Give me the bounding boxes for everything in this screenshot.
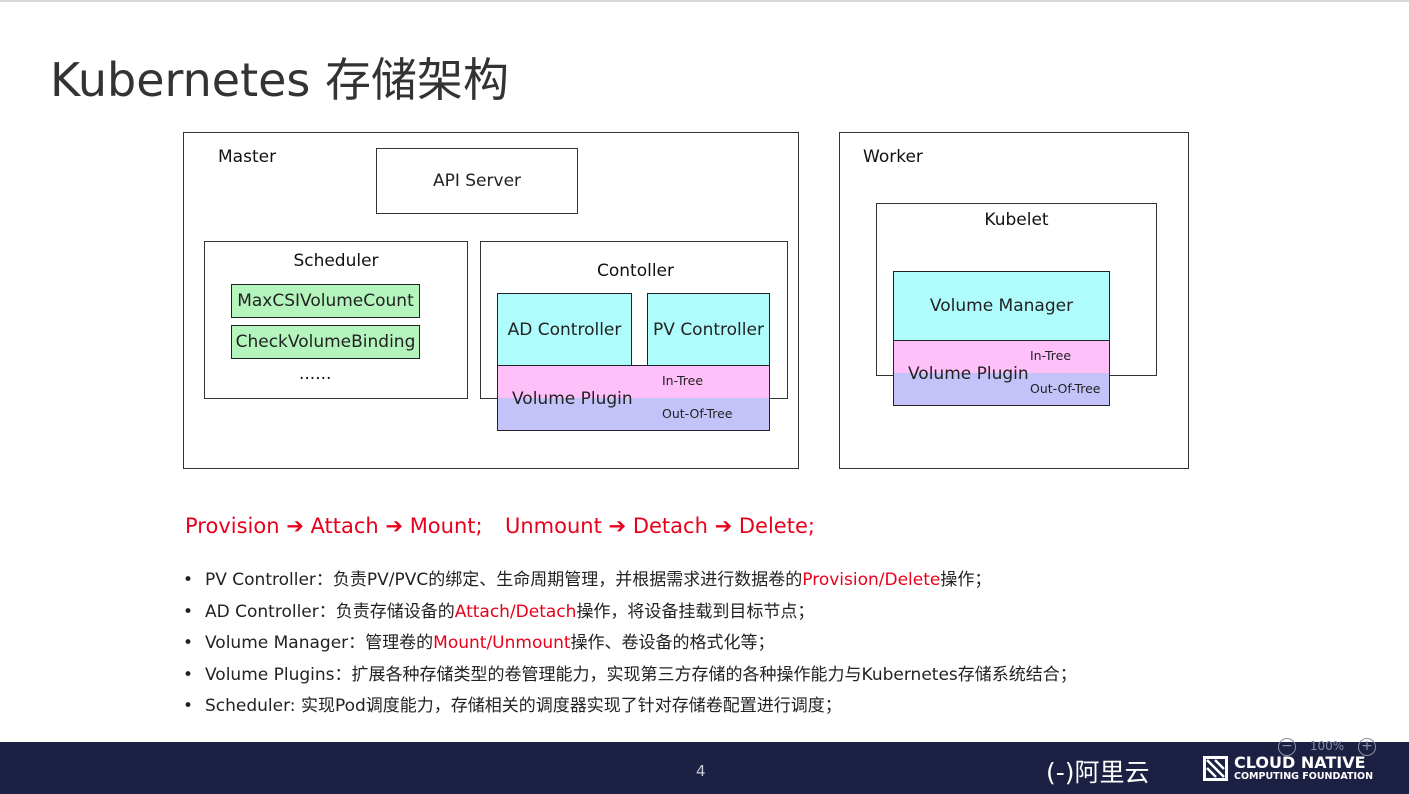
volume-manager-label: Volume Manager bbox=[929, 296, 1074, 316]
flow-arrow-icon: ➔ bbox=[286, 514, 304, 538]
out-of-tree-section bbox=[894, 373, 1109, 405]
volume-plugin-label: Volume Plugin bbox=[908, 364, 1029, 384]
out-of-tree-section bbox=[498, 398, 769, 430]
master-label: Master bbox=[218, 147, 277, 167]
flow-arrow-icon: ➔ bbox=[608, 514, 627, 538]
bullet-text: Scheduler: 实现Pod调度能力，存储相关的调度器实现了针对存储卷配置进… bbox=[205, 696, 842, 716]
master-volume-plugin: Volume Plugin In-Tree Out-Of-Tree bbox=[497, 365, 770, 431]
bullet-scheduler: • Scheduler: 实现Pod调度能力，存储相关的调度器实现了针对存储卷配… bbox=[183, 694, 1333, 726]
scheduler-box bbox=[204, 241, 468, 399]
flow-arrow-icon: ➔ bbox=[714, 514, 733, 538]
in-tree-label: In-Tree bbox=[1030, 348, 1072, 363]
pv-controller-label: PV Controller bbox=[653, 319, 764, 340]
bullet-text: PV Controller：负责PV/PVC的绑定、生命周期管理，并根据需求进行… bbox=[205, 570, 803, 590]
scheduler-item-label: MaxCSIVolumeCount bbox=[237, 291, 414, 311]
bullet-text: AD Controller：负责存储设备的 bbox=[205, 601, 455, 622]
worker-label: Worker bbox=[863, 147, 923, 167]
flow-step: Attach bbox=[310, 514, 379, 538]
worker-volume-plugin: Volume Plugin In-Tree Out-Of-Tree bbox=[893, 340, 1110, 406]
scheduler-item-checkvolumebinding: CheckVolumeBinding bbox=[231, 325, 420, 359]
flow-step: Detach bbox=[632, 514, 708, 538]
slide-title: Kubernetes 存储架构 bbox=[50, 53, 510, 107]
volume-manager-box: Volume Manager bbox=[893, 271, 1110, 341]
in-tree-section bbox=[498, 366, 769, 398]
cncf-subtitle: COMPUTING FOUNDATION bbox=[1234, 771, 1374, 782]
in-tree-label: In-Tree bbox=[662, 373, 704, 388]
aliyun-logo: (-)阿里云 bbox=[1046, 758, 1150, 787]
bullet-text-tail: 操作、卷设备的格式化等； bbox=[570, 633, 775, 653]
bullet-dot: • bbox=[183, 696, 194, 716]
zoom-in-icon[interactable]: + bbox=[1357, 738, 1376, 756]
flow-provision: Provision ➔ Attach ➔ Mount; bbox=[185, 514, 483, 538]
scheduler-label: Scheduler bbox=[293, 251, 379, 271]
bullet-pv-controller: • PV Controller：负责PV/PVC的绑定、生命周期管理，并根据需求… bbox=[183, 568, 1333, 600]
flow-unmount: Unmount ➔ Detach ➔ Delete; bbox=[505, 514, 815, 538]
bullet-list: • PV Controller：负责PV/PVC的绑定、生命周期管理，并根据需求… bbox=[183, 568, 1333, 726]
flow-step: Delete; bbox=[738, 514, 815, 538]
bullet-text-tail: 操作； bbox=[940, 570, 992, 590]
bullet-text: Volume Plugins：扩展各种存储类型的卷管理能力，实现第三方存储的各种… bbox=[205, 664, 1077, 685]
scheduler-item-label: CheckVolumeBinding bbox=[235, 332, 416, 352]
bullet-highlight: Provision/Delete bbox=[802, 570, 941, 590]
flow-step: Mount; bbox=[409, 514, 483, 538]
flow-step: Provision bbox=[185, 514, 280, 538]
bullet-dot: • bbox=[183, 601, 194, 622]
kubelet-label: Kubelet bbox=[984, 210, 1049, 230]
bullet-text-tail: 操作，将设备挂载到目标节点； bbox=[576, 601, 815, 622]
ad-controller-label: AD Controller bbox=[507, 319, 622, 340]
bullet-volume-manager: • Volume Manager：管理卷的Mount/Unmount操作、卷设备… bbox=[183, 631, 1333, 663]
out-of-tree-label: Out-Of-Tree bbox=[662, 406, 733, 421]
bullet-ad-controller: • AD Controller：负责存储设备的Attach/Detach操作，将… bbox=[183, 600, 1333, 632]
api-server-label: API Server bbox=[432, 171, 522, 191]
api-server-box: API Server bbox=[376, 148, 578, 214]
page-number: 4 bbox=[696, 762, 706, 780]
top-divider bbox=[0, 0, 1409, 2]
volume-plugin-label: Volume Plugin bbox=[512, 389, 633, 409]
footer-bar bbox=[0, 742, 1409, 794]
bullet-dot: • bbox=[183, 570, 194, 590]
flow-arrow-icon: ➔ bbox=[385, 514, 403, 538]
bullet-highlight: Attach/Detach bbox=[454, 601, 577, 622]
zoom-level: 100% bbox=[1309, 739, 1345, 753]
pv-controller-box: PV Controller bbox=[647, 293, 770, 366]
bullet-dot: • bbox=[183, 664, 194, 685]
bullet-dot: • bbox=[183, 633, 194, 653]
scheduler-more: ...... bbox=[299, 364, 332, 384]
cncf-logo-icon bbox=[1203, 756, 1228, 781]
controller-label: Contoller bbox=[597, 261, 675, 281]
bullet-highlight: Mount/Unmount bbox=[433, 633, 571, 653]
scheduler-item-maxcsi: MaxCSIVolumeCount bbox=[231, 284, 420, 318]
flow-step: Unmount bbox=[505, 514, 602, 538]
ad-controller-box: AD Controller bbox=[497, 293, 632, 366]
out-of-tree-label: Out-Of-Tree bbox=[1030, 381, 1101, 396]
bullet-volume-plugins: • Volume Plugins：扩展各种存储类型的卷管理能力，实现第三方存储的… bbox=[183, 663, 1333, 695]
cncf-title: CLOUD NATIVE bbox=[1234, 753, 1366, 772]
bullet-text: Volume Manager：管理卷的 bbox=[205, 633, 434, 653]
in-tree-section bbox=[894, 341, 1109, 373]
zoom-control: − 100% + bbox=[1278, 738, 1376, 756]
